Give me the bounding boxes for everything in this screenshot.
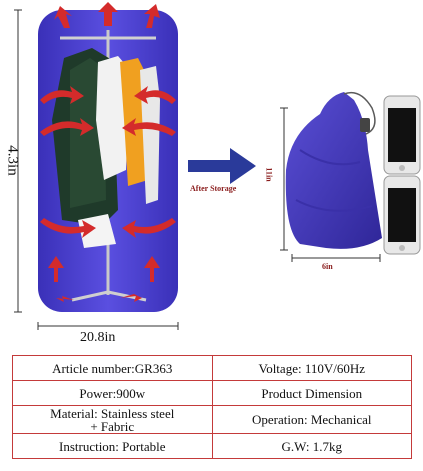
spec-article: Article number:GR363 bbox=[12, 355, 213, 381]
spec-operation: Operation: Mechanical bbox=[211, 405, 412, 434]
after-storage-label: After Storage bbox=[190, 184, 237, 193]
spec-row: Power:900w Product Dimension bbox=[12, 380, 412, 406]
width-label: 20.8in bbox=[80, 330, 116, 345]
bag-width-label: 6in bbox=[322, 262, 333, 271]
spec-table: Article number:GR363 Voltage: 110V/60Hz … bbox=[12, 355, 412, 459]
spec-dimension: Product Dimension bbox=[211, 380, 412, 406]
airflow-arrows bbox=[40, 2, 176, 302]
spec-weight: G.W: 1.7kg bbox=[211, 433, 412, 459]
spec-row: Instruction: Portable G.W: 1.7kg bbox=[12, 433, 412, 459]
spec-instruction: Instruction: Portable bbox=[12, 433, 213, 459]
after-storage-arrow bbox=[188, 148, 256, 184]
spec-row: Article number:GR363 Voltage: 110V/60Hz bbox=[12, 355, 412, 381]
spec-row: Material: Stainless steel + Fabric Opera… bbox=[12, 405, 412, 434]
phone-icon bbox=[383, 95, 421, 255]
clothes-dryer-image bbox=[38, 2, 178, 312]
spec-power: Power:900w bbox=[12, 380, 213, 406]
storage-bag-image bbox=[280, 91, 382, 262]
spec-voltage: Voltage: 110V/60Hz bbox=[211, 355, 412, 381]
height-label: 4.3in bbox=[4, 145, 21, 176]
dimension-lines bbox=[14, 9, 179, 330]
spec-material: Material: Stainless steel + Fabric bbox=[12, 405, 213, 434]
bag-height-label: 11in bbox=[264, 167, 274, 182]
